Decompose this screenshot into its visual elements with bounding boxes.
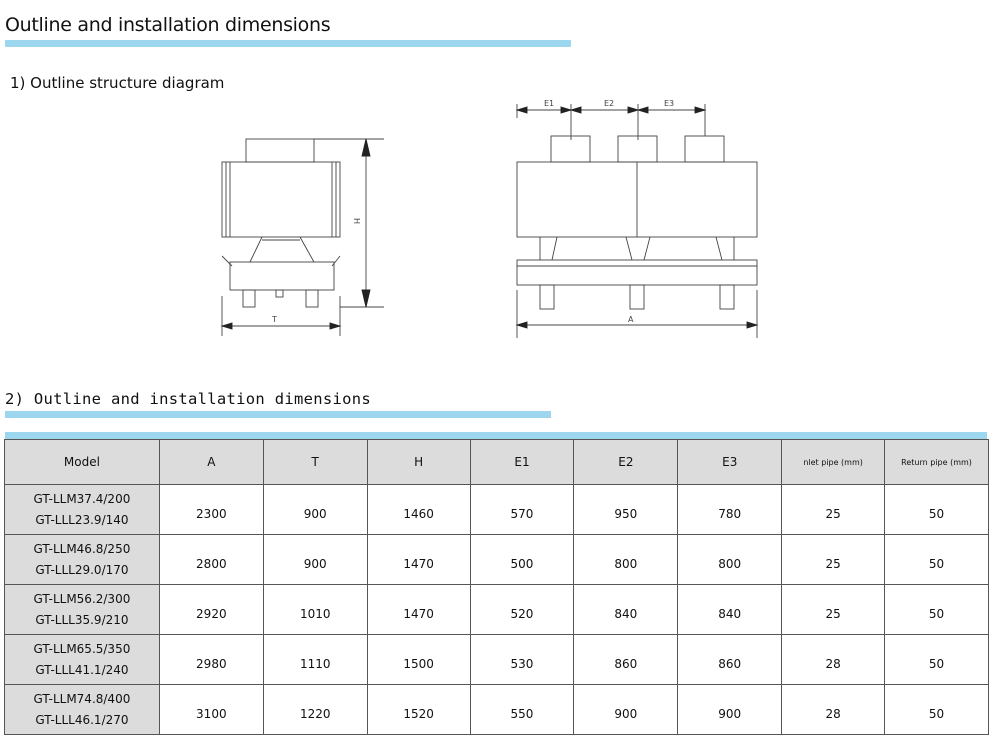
model-name-secondary: GT-LLL23.9/140 bbox=[35, 512, 129, 527]
cell-inlet-pipe: 25 bbox=[781, 484, 886, 535]
model-name-secondary: GT-LLL46.1/270 bbox=[35, 712, 129, 727]
model-name-primary: GT-LLM65.5/350 bbox=[33, 641, 131, 656]
dimension-label-h: H bbox=[352, 218, 361, 224]
cell-t: 1220 bbox=[262, 684, 368, 735]
cell-h: 1500 bbox=[366, 634, 471, 685]
table-top-bar bbox=[5, 432, 987, 439]
header-inlet-pipe: nlet pipe (mm) bbox=[781, 439, 886, 485]
cell-inlet-pipe: 28 bbox=[781, 634, 886, 685]
outline-structure-diagram: H T E1 E2 E3 bbox=[220, 99, 759, 338]
header-model: Model bbox=[4, 439, 160, 485]
dimension-label-a: A bbox=[628, 315, 634, 324]
front-view-drawing: E1 E2 E3 A bbox=[515, 99, 759, 338]
section2-underline-bar bbox=[5, 411, 551, 418]
cell-a: 2800 bbox=[158, 534, 264, 585]
model-name-secondary: GT-LLL29.0/170 bbox=[35, 562, 129, 577]
cell-return-pipe: 50 bbox=[884, 484, 989, 535]
cell-t: 1010 bbox=[262, 584, 368, 635]
cell-t: 900 bbox=[262, 484, 368, 535]
cell-return-pipe: 50 bbox=[884, 634, 989, 685]
cell-e1: 550 bbox=[469, 684, 575, 735]
dimensions-table: Model A T H E1 E2 E3 nlet pipe (mm) Retu… bbox=[4, 439, 989, 735]
cell-a: 2980 bbox=[158, 634, 264, 685]
page-title: Outline and installation dimensions bbox=[5, 14, 331, 36]
header-t: T bbox=[262, 439, 368, 485]
cell-a: 2300 bbox=[158, 484, 264, 535]
cell-h: 1470 bbox=[366, 534, 471, 585]
dimension-label-e2: E2 bbox=[604, 99, 614, 108]
header-return-pipe: Return pipe (mm) bbox=[884, 439, 989, 485]
cell-return-pipe: 50 bbox=[884, 684, 989, 735]
model-name-primary: GT-LLM74.8/400 bbox=[33, 691, 131, 706]
cell-e1: 500 bbox=[469, 534, 575, 585]
cell-e2: 840 bbox=[573, 584, 679, 635]
side-view-drawing: H T bbox=[220, 138, 384, 336]
cell-a: 2920 bbox=[158, 584, 264, 635]
cell-e3: 840 bbox=[677, 584, 783, 635]
cell-inlet-pipe: 25 bbox=[781, 534, 886, 585]
cell-e1: 520 bbox=[469, 584, 575, 635]
cell-h: 1470 bbox=[366, 584, 471, 635]
table-header-row: Model A T H E1 E2 E3 nlet pipe (mm) Retu… bbox=[4, 439, 989, 485]
cell-e2: 900 bbox=[573, 684, 679, 735]
cell-a: 3100 bbox=[158, 684, 264, 735]
cell-h: 1460 bbox=[366, 484, 471, 535]
header-e2: E2 bbox=[573, 439, 679, 485]
cell-return-pipe: 50 bbox=[884, 584, 989, 635]
cell-e1: 570 bbox=[469, 484, 575, 535]
cell-e2: 860 bbox=[573, 634, 679, 685]
section-heading-diagram: 1) Outline structure diagram bbox=[10, 74, 225, 92]
model-name-primary: GT-LLM56.2/300 bbox=[33, 591, 131, 606]
header-e1: E1 bbox=[469, 439, 575, 485]
cell-t: 1110 bbox=[262, 634, 368, 685]
dimension-label-e3: E3 bbox=[664, 99, 674, 108]
cell-inlet-pipe: 28 bbox=[781, 684, 886, 735]
dimension-label-t: T bbox=[271, 315, 277, 324]
cell-h: 1520 bbox=[366, 684, 471, 735]
cell-e3: 900 bbox=[677, 684, 783, 735]
cell-e2: 950 bbox=[573, 484, 679, 535]
header-a: A bbox=[158, 439, 264, 485]
cell-e1: 530 bbox=[469, 634, 575, 685]
model-name-secondary: GT-LLL41.1/240 bbox=[35, 662, 129, 677]
section-heading-dimensions: 2) Outline and installation dimensions bbox=[5, 390, 372, 408]
cell-inlet-pipe: 25 bbox=[781, 584, 886, 635]
cell-return-pipe: 50 bbox=[884, 534, 989, 585]
cell-e2: 800 bbox=[573, 534, 679, 585]
model-name-primary: GT-LLM37.4/200 bbox=[33, 491, 131, 506]
cell-t: 900 bbox=[262, 534, 368, 585]
cell-e3: 800 bbox=[677, 534, 783, 585]
title-underline-bar bbox=[5, 40, 571, 47]
header-h: H bbox=[366, 439, 471, 485]
cell-e3: 780 bbox=[677, 484, 783, 535]
model-name-primary: GT-LLM46.8/250 bbox=[33, 541, 131, 556]
cell-e3: 860 bbox=[677, 634, 783, 685]
header-e3: E3 bbox=[677, 439, 783, 485]
model-name-secondary: GT-LLL35.9/210 bbox=[35, 612, 129, 627]
dimension-label-e1: E1 bbox=[544, 99, 554, 108]
